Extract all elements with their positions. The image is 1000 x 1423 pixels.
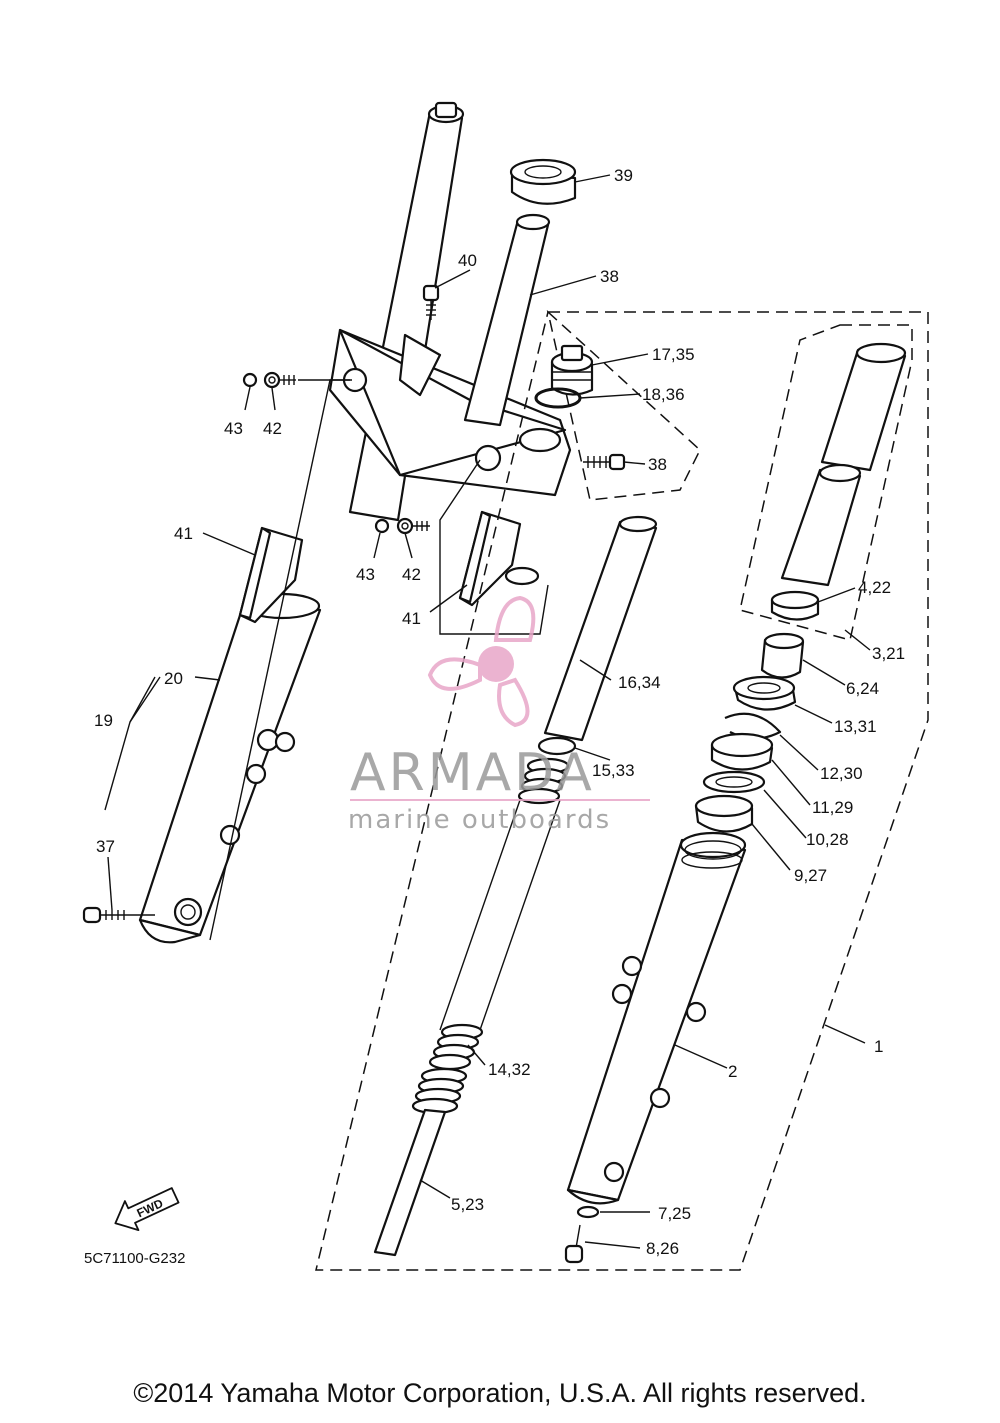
washer-15-33 xyxy=(537,736,577,756)
inner-tube-3-21 xyxy=(780,342,907,587)
label-43-upper: 43 xyxy=(224,419,243,438)
label-1: 1 xyxy=(874,1037,883,1056)
bolt-40 xyxy=(422,284,440,320)
label-15-33: 15,33 xyxy=(592,761,635,780)
propeller-blade-top xyxy=(493,595,536,642)
label-2: 2 xyxy=(728,1062,737,1081)
washer-13-31 xyxy=(732,675,797,711)
bushing-4-22 xyxy=(770,590,820,621)
bushing-6-24 xyxy=(760,632,805,679)
label-42-upper: 42 xyxy=(263,419,282,438)
washer-10-28 xyxy=(702,770,766,794)
label-3-21: 3,21 xyxy=(872,644,905,663)
label-40: 40 xyxy=(458,251,477,270)
label-6-24: 6,24 xyxy=(846,679,879,698)
under-bracket xyxy=(328,328,572,497)
bolt-37 xyxy=(82,906,155,924)
label-42-lower: 42 xyxy=(402,565,421,584)
cap-bolt-17-35 xyxy=(550,344,594,396)
label-18-36: 18,36 xyxy=(642,385,685,404)
label-16-34: 16,34 xyxy=(618,673,661,692)
spring-14-32 xyxy=(428,1023,484,1071)
label-37: 37 xyxy=(96,837,115,856)
label-12-30: 12,30 xyxy=(820,764,863,783)
watermark-tagline: marine outboards xyxy=(348,805,611,835)
label-4-22: 4,22 xyxy=(858,578,891,597)
label-38-bolt: 38 xyxy=(648,455,667,474)
bolt-38-pinch xyxy=(583,453,626,471)
propeller-blade-left xyxy=(427,657,482,691)
dust-seal-9-27 xyxy=(694,794,754,833)
label-7-25: 7,25 xyxy=(658,1204,691,1223)
bolt-8-26 xyxy=(564,1224,584,1264)
label-9-27: 9,27 xyxy=(794,866,827,885)
label-8-26: 8,26 xyxy=(646,1239,679,1258)
rebound-spring xyxy=(411,1067,468,1115)
copyright-notice: ©2014 Yamaha Motor Corporation, U.S.A. A… xyxy=(133,1378,867,1408)
label-38-stem: 38 xyxy=(600,267,619,286)
label-43-lower: 43 xyxy=(356,565,375,584)
damper-rod-5-23 xyxy=(373,757,570,1257)
label-20: 20 xyxy=(164,669,183,688)
label-17-35: 17,35 xyxy=(652,345,695,364)
propeller-logo-icon xyxy=(427,595,536,728)
propeller-hub xyxy=(478,646,514,682)
callout-labels: 39 38 40 17,35 18,36 38 43 42 43 42 41 4… xyxy=(94,166,905,1258)
fwd-arrow-icon: FWD xyxy=(114,1187,180,1232)
label-5-23: 5,23 xyxy=(451,1195,484,1214)
label-10-28: 10,28 xyxy=(806,830,849,849)
dashed-group-boxes xyxy=(315,309,929,1271)
outer-tube-2 xyxy=(566,831,747,1205)
label-13-31: 13,31 xyxy=(834,717,877,736)
steering-stem xyxy=(463,213,551,427)
label-19: 19 xyxy=(94,711,113,730)
label-41-left: 41 xyxy=(174,524,193,543)
propeller-blade-right xyxy=(497,677,530,728)
gasket-7-25 xyxy=(576,1205,600,1219)
label-39: 39 xyxy=(614,166,633,185)
watermark-brand: ARMADA xyxy=(350,743,595,803)
fork-guard-41-right xyxy=(458,510,540,607)
drawing-code: 5C71100-G232 xyxy=(84,1250,185,1267)
spacer-16-34 xyxy=(543,515,658,742)
label-41-right: 41 xyxy=(402,609,421,628)
bearing-39 xyxy=(509,158,577,205)
fasteners-42-43-lower xyxy=(374,517,430,535)
label-11-29: 11,29 xyxy=(812,798,853,817)
leader-lines xyxy=(104,174,871,1249)
label-14-32: 14,32 xyxy=(488,1060,531,1079)
armada-watermark: ARMADA marine outboards xyxy=(348,595,650,835)
fork-guard-41-left xyxy=(238,526,304,624)
oil-seal-11-29 xyxy=(710,732,774,771)
